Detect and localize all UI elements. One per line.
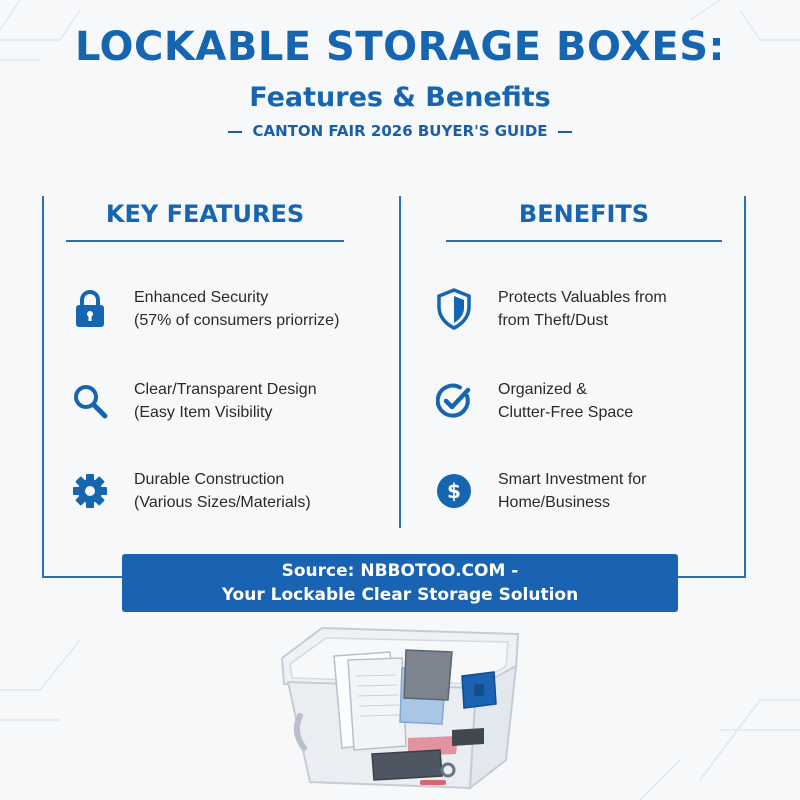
benefit-investment-line2: Home/Business: [498, 494, 611, 511]
storage-box-illustration: [280, 626, 520, 791]
magnifier-icon: [72, 381, 108, 421]
benefits-heading-rule: [446, 240, 722, 242]
shield-icon: [436, 288, 472, 330]
benefit-organized-line2: Clutter-Free Space: [498, 404, 634, 421]
banner-line2: Your Lockable Clear Storage Solution: [221, 585, 579, 605]
benefits-heading: BENEFITS: [518, 200, 650, 228]
gear-icon: [72, 471, 108, 511]
feature-security-line1: Enhanced Security: [134, 289, 269, 306]
page-subtitle: Features & Benefits: [249, 82, 551, 113]
tagline-dash-right: [557, 130, 572, 133]
check-circle-icon: [436, 381, 472, 421]
benefit-item-protection: Protects Valuables from from Theft/Dust: [436, 286, 667, 332]
source-banner: Source: NBBOTOO.COM - Your Lockable Clea…: [122, 554, 678, 612]
feature-construction-line1: Durable Construction: [134, 471, 285, 488]
features-heading: KEY FEATURES: [105, 200, 305, 228]
tagline-dash-left: [228, 130, 243, 133]
benefit-item-investment: $ Smart Investment for Home/Business: [436, 468, 647, 514]
features-heading-rule: [66, 240, 344, 242]
benefit-protection-line1: Protects Valuables from: [498, 289, 667, 306]
feature-item-security: Enhanced Security (57% of consumers prio…: [72, 286, 339, 332]
feature-design-line1: Clear/Transparent Design: [134, 381, 317, 398]
lock-icon: [72, 289, 108, 329]
feature-construction-line2: (Various Sizes/Materials): [134, 494, 311, 511]
benefit-protection-line2: from Theft/Dust: [498, 312, 608, 329]
page-title: LOCKABLE STORAGE BOXES:: [74, 24, 726, 70]
benefit-investment-line1: Smart Investment for: [498, 471, 647, 488]
feature-item-construction: Durable Construction (Various Sizes/Mate…: [72, 468, 311, 514]
benefit-organized-line1: Organized &: [498, 381, 587, 398]
feature-design-line2: (Easy Item Visibility: [134, 404, 273, 421]
benefit-item-organized: Organized & Clutter-Free Space: [436, 378, 633, 424]
tagline-text: CANTON FAIR 2026 BUYER'S GUIDE: [252, 122, 548, 140]
dollar-circle-icon: $: [436, 471, 472, 511]
tagline: CANTON FAIR 2026 BUYER'S GUIDE: [0, 122, 800, 140]
column-divider: [399, 196, 401, 528]
banner-line1: Source: NBBOTOO.COM -: [281, 561, 519, 581]
feature-security-line2: (57% of consumers priorrize): [134, 312, 340, 329]
svg-text:$: $: [447, 479, 461, 503]
feature-item-design: Clear/Transparent Design (Easy Item Visi…: [72, 378, 317, 424]
